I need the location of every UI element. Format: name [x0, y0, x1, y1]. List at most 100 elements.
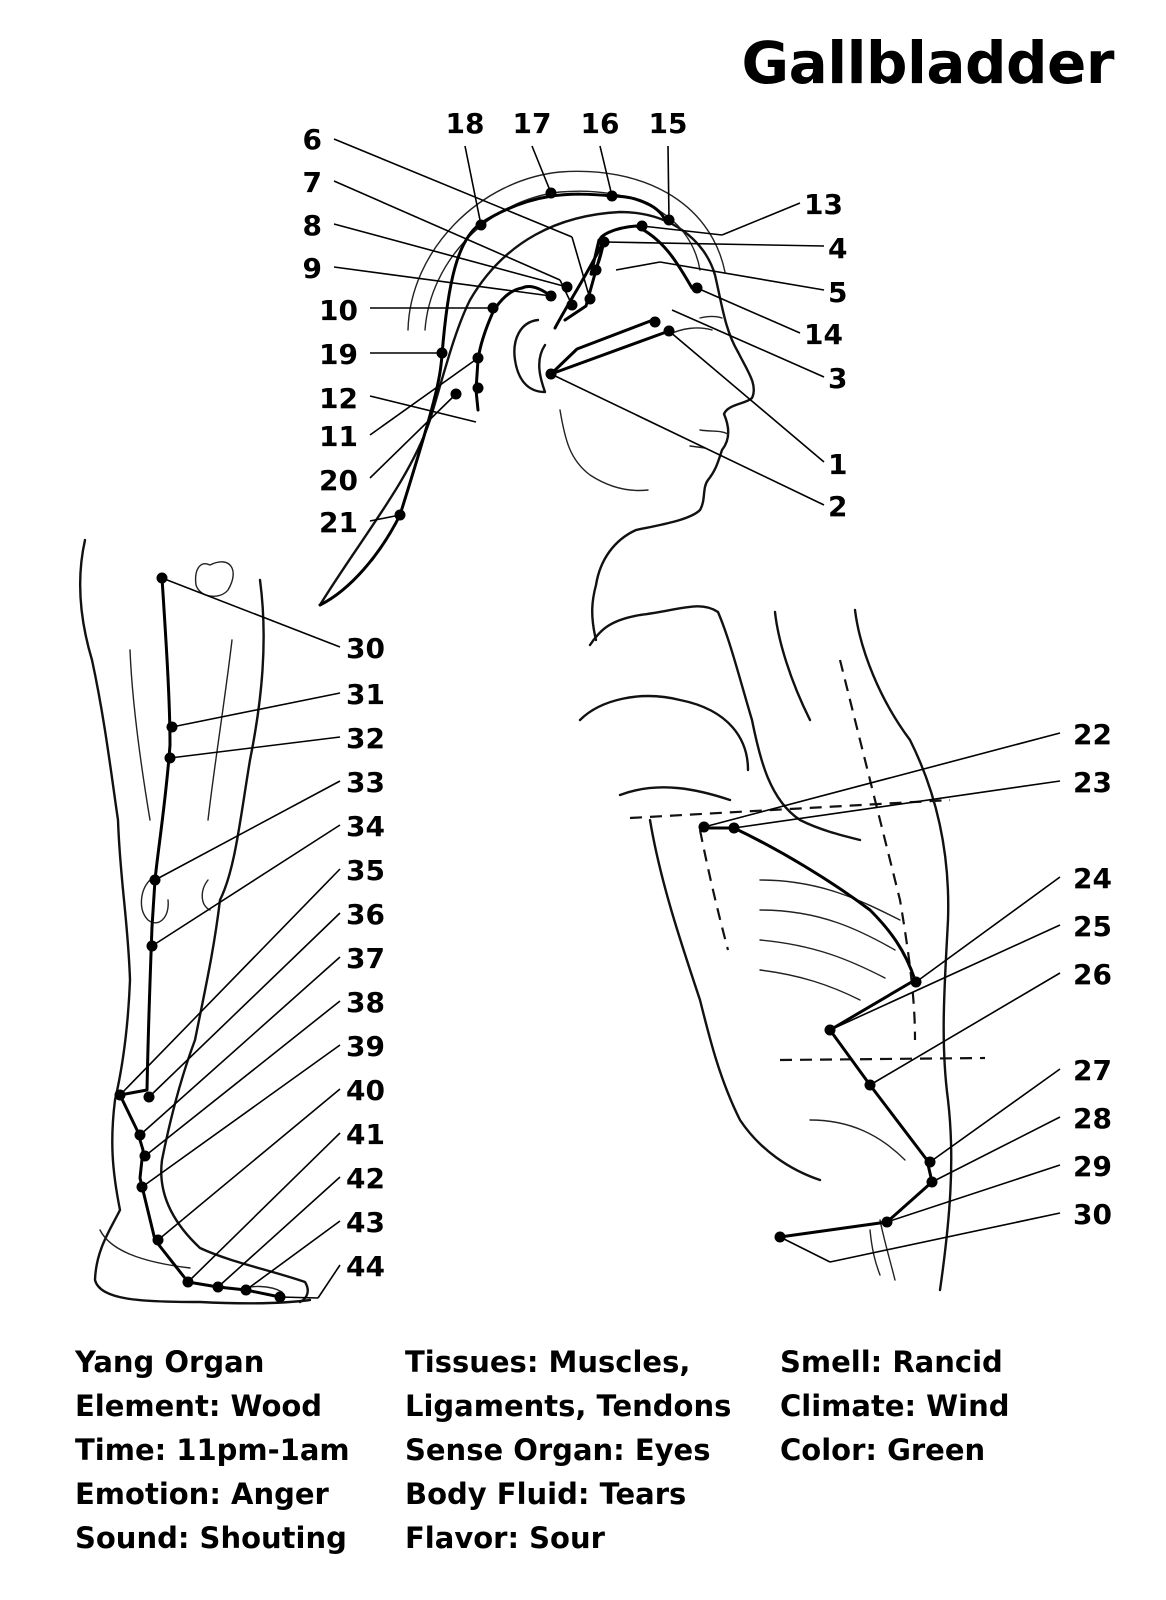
acupoint-marker: [728, 822, 740, 834]
acupoint-marker: [545, 187, 557, 199]
info-line: Body Fluid: Tears: [405, 1477, 687, 1511]
acupoint-marker: [152, 1234, 164, 1246]
acupoint-marker: [864, 1079, 876, 1091]
acupoint-label: 31: [346, 678, 385, 711]
acupoint-marker: [545, 290, 557, 302]
acupoint-label: 36: [346, 898, 385, 931]
info-line: Sense Organ: Eyes: [405, 1433, 711, 1467]
acupoint-marker: [698, 821, 710, 833]
acupoint-marker: [472, 352, 484, 364]
head-arcs: [407, 170, 726, 331]
acupoint-marker: [774, 1231, 786, 1243]
acupoint-label: 21: [319, 506, 358, 539]
info-line: Tissues: Muscles,: [405, 1345, 691, 1379]
acupoint-label: 14: [804, 318, 843, 351]
acupoint-label: 39: [346, 1030, 385, 1063]
acupoint-marker: [156, 572, 168, 584]
acupoint-marker: [910, 976, 922, 988]
acupoint-marker: [164, 752, 176, 764]
acupoint-marker: [606, 190, 618, 202]
acupoint-label: 27: [1073, 1054, 1112, 1087]
acupoint-label: 5: [828, 276, 847, 309]
acupoint-label: 6: [303, 123, 322, 156]
acupoint-marker: [143, 1091, 155, 1103]
leader-lines: [119, 138, 1061, 1299]
acupoint-marker: [139, 1150, 151, 1162]
acupoint-label: 30: [1073, 1198, 1112, 1231]
acupoint-label: 16: [581, 107, 620, 140]
acupoint-label: 1: [828, 448, 847, 481]
info-line: Yang Organ: [75, 1345, 265, 1379]
acupoint-marker: [182, 1276, 194, 1288]
head-outline: [318, 210, 755, 642]
acupoint-label: 2: [828, 490, 847, 523]
info-line: Time: 11pm-1am: [75, 1433, 350, 1467]
acupoint-labels: 1234567891011121314151617181920212223242…: [303, 107, 1112, 1283]
acupoint-marker: [584, 293, 596, 305]
acupoint-label: 24: [1073, 862, 1112, 895]
acupoint-label: 7: [303, 166, 322, 199]
diagram-title: Gallbladder: [741, 29, 1114, 97]
acupoint-label: 19: [319, 338, 358, 371]
acupoint-marker: [487, 302, 499, 314]
acupoint-marker: [472, 382, 484, 394]
acupoint-marker: [114, 1089, 126, 1101]
info-line: Climate: Wind: [780, 1389, 1010, 1423]
acupoint-marker: [136, 1181, 148, 1193]
acupoint-label: 3: [828, 362, 847, 395]
acupoint-marker: [566, 299, 578, 311]
acupoint-label: 35: [346, 854, 385, 887]
acupoint-marker: [663, 325, 675, 337]
acupoint-marker: [450, 388, 462, 400]
info-line: Smell: Rancid: [780, 1345, 1003, 1379]
acupoint-marker: [926, 1176, 938, 1188]
acupoint-marker: [274, 1291, 286, 1303]
acupoint-label: 40: [346, 1074, 385, 1107]
acupoint-label: 13: [804, 188, 843, 221]
info-line: Element: Wood: [75, 1389, 323, 1423]
acupoint-label: 32: [346, 722, 385, 755]
info-line: Flavor: Sour: [405, 1521, 605, 1555]
acupoint-marker: [146, 940, 158, 952]
acupoint-label: 42: [346, 1162, 385, 1195]
info-line: Ligaments, Tendons: [405, 1389, 732, 1423]
acupoint-label: 9: [303, 252, 322, 285]
acupoint-label: 11: [319, 420, 358, 453]
acupoint-label: 38: [346, 986, 385, 1019]
acupoint-markers: [114, 187, 938, 1303]
acupoint-marker: [561, 281, 573, 293]
acupoint-marker: [598, 236, 610, 248]
info-column-3: Smell: Rancid Climate: Wind Color: Green: [780, 1340, 1010, 1472]
acupoint-label: 15: [649, 107, 688, 140]
acupoint-marker: [475, 219, 487, 231]
info-line: Sound: Shouting: [75, 1521, 347, 1555]
acupoint-label: 26: [1073, 958, 1112, 991]
acupoint-marker: [166, 721, 178, 733]
acupoint-label: 17: [513, 107, 552, 140]
acupoint-label: 44: [346, 1250, 385, 1283]
acupoint-marker: [663, 214, 675, 226]
acupoint-label: 28: [1073, 1102, 1112, 1135]
acupoint-label: 10: [319, 294, 358, 327]
info-column-2: Tissues: Muscles, Ligaments, Tendons Sen…: [405, 1340, 731, 1560]
acupoint-marker: [240, 1284, 252, 1296]
acupoint-label: 41: [346, 1118, 385, 1151]
acupoint-label: 12: [319, 382, 358, 415]
acupoint-label: 30: [346, 632, 385, 665]
acupoint-marker: [212, 1281, 224, 1293]
info-line: Emotion: Anger: [75, 1477, 329, 1511]
acupoint-label: 20: [319, 464, 358, 497]
acupoint-label: 25: [1073, 910, 1112, 943]
acupoint-label: 34: [346, 810, 385, 843]
acupoint-marker: [134, 1129, 146, 1141]
acupoint-marker: [924, 1156, 936, 1168]
acupoint-marker: [691, 282, 703, 294]
acupoint-marker: [590, 264, 602, 276]
acupoint-label: 33: [346, 766, 385, 799]
acupoint-marker: [149, 874, 161, 886]
leg-meridian: [118, 576, 282, 1299]
acupoint-marker: [824, 1024, 836, 1036]
acupoint-label: 29: [1073, 1150, 1112, 1183]
acupoint-marker: [636, 220, 648, 232]
torso-outline: [578, 605, 986, 1292]
